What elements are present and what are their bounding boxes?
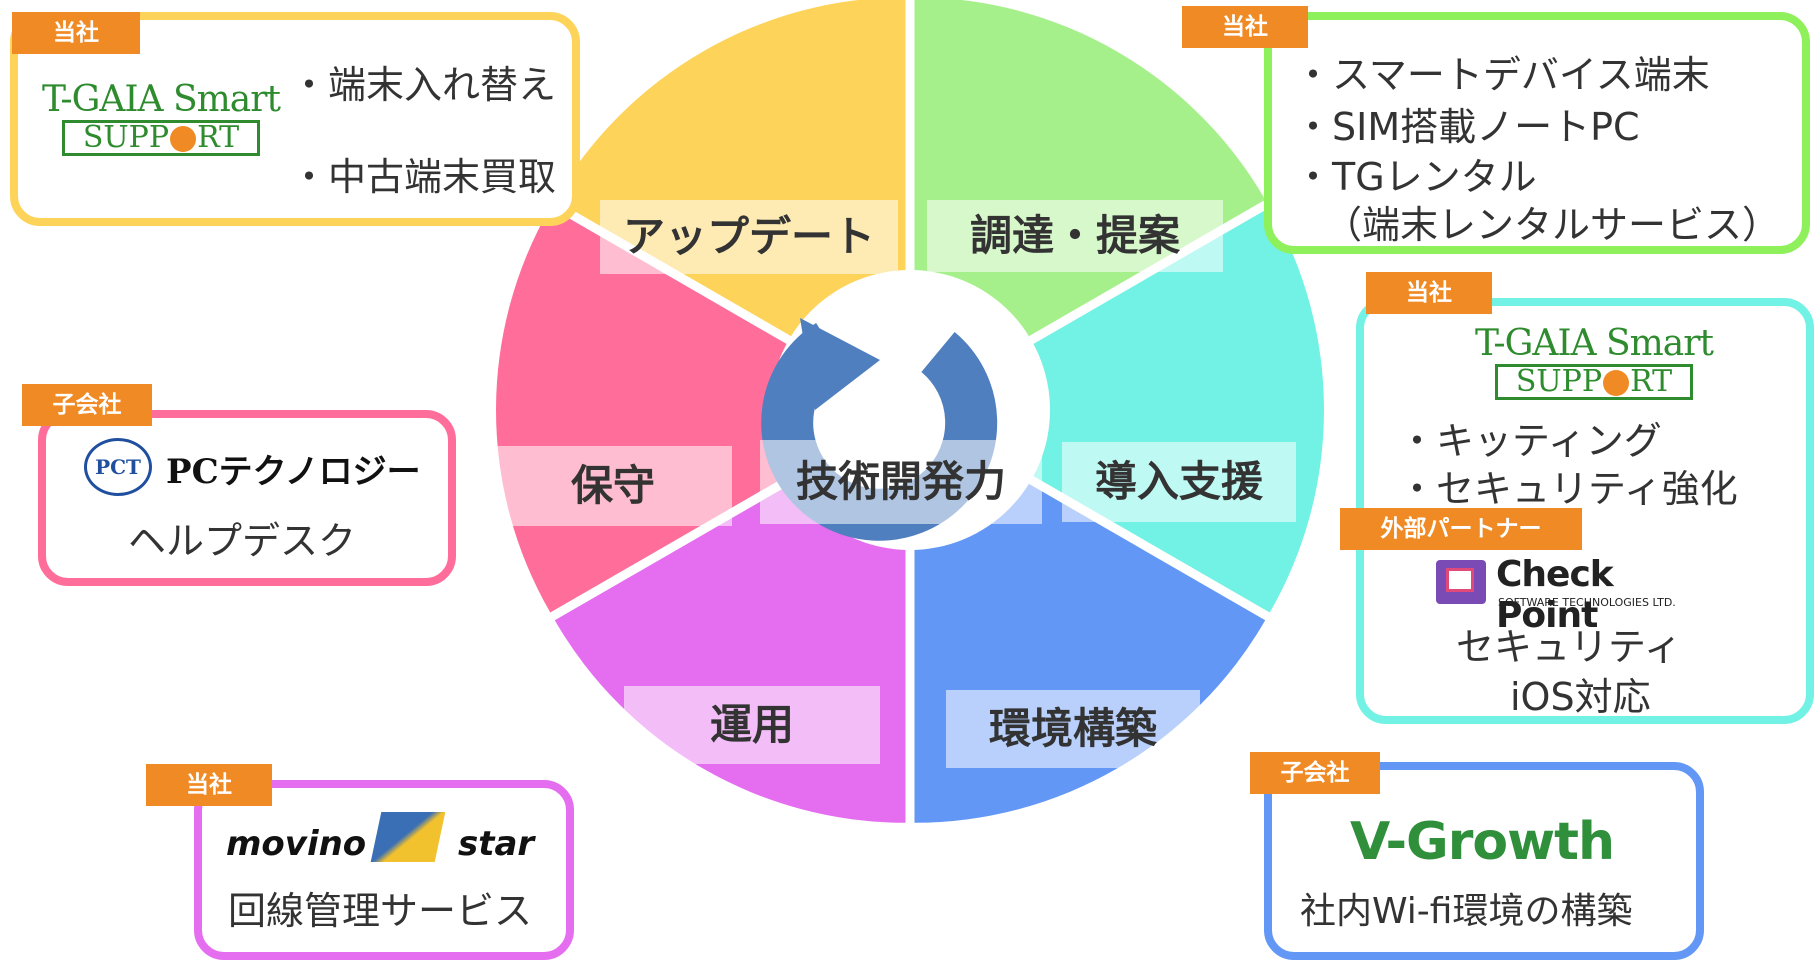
procure-item-4: （端末レンタルサービス） [1324, 203, 1781, 247]
operate-box [194, 780, 574, 960]
logo-dot-icon [170, 126, 197, 152]
cp-item-1: セキュリティ [1456, 625, 1682, 669]
update-item-1: ・端末入れ替え [290, 63, 557, 107]
logo-dot-icon [1603, 370, 1630, 396]
star-emblem-icon [370, 812, 446, 862]
procure-box [1264, 12, 1810, 254]
segment-label-support: 導入支援 [1062, 442, 1296, 522]
update-item-2: ・中古端末買取 [290, 155, 557, 199]
movinostar-logo: movino star [226, 810, 556, 870]
maintain-caption: ヘルプデスク [128, 519, 357, 563]
pct-mark-icon: PCT [84, 438, 152, 496]
pct-logo: PCT PCテクノロジー [84, 438, 424, 500]
build-caption: 社内Wi-fi環境の構築 [1300, 891, 1633, 932]
segment-label-operate: 運用 [624, 686, 880, 764]
procure-item-2: ・SIM搭載ノートPC [1294, 105, 1640, 149]
partner-tag: 外部パートナー [1340, 508, 1582, 550]
support-item-1: ・キッティング [1398, 419, 1662, 463]
update-tag: 当社 [12, 12, 140, 54]
segment-label-build: 環境構築 [946, 690, 1200, 768]
segment-label-update: アップデート [600, 200, 898, 274]
support-tag: 当社 [1366, 272, 1492, 314]
procure-item-1: ・スマートデバイス端末 [1294, 53, 1710, 97]
operate-tag: 当社 [146, 764, 272, 806]
center-label: 技術開発力 [760, 440, 1042, 524]
checkpoint-logo: Check Point SOFTWARE TECHNOLOGIES LTD. [1436, 554, 1712, 636]
procure-item-3: ・TGレンタル [1294, 155, 1537, 199]
checkpoint-icon [1436, 560, 1486, 604]
operate-caption: 回線管理サービス [228, 889, 533, 933]
vgrowth-logo: V-Growth [1350, 812, 1615, 872]
build-tag: 子会社 [1250, 752, 1380, 794]
segment-label-procure: 調達・提案 [927, 200, 1223, 272]
procure-tag: 当社 [1182, 6, 1308, 48]
maintain-tag: 子会社 [22, 384, 152, 426]
build-box [1264, 762, 1704, 960]
segment-label-maintain: 保守 [494, 446, 732, 526]
support-item-2: ・セキュリティ強化 [1398, 467, 1738, 511]
cp-item-2: iOS対応 [1510, 675, 1651, 719]
